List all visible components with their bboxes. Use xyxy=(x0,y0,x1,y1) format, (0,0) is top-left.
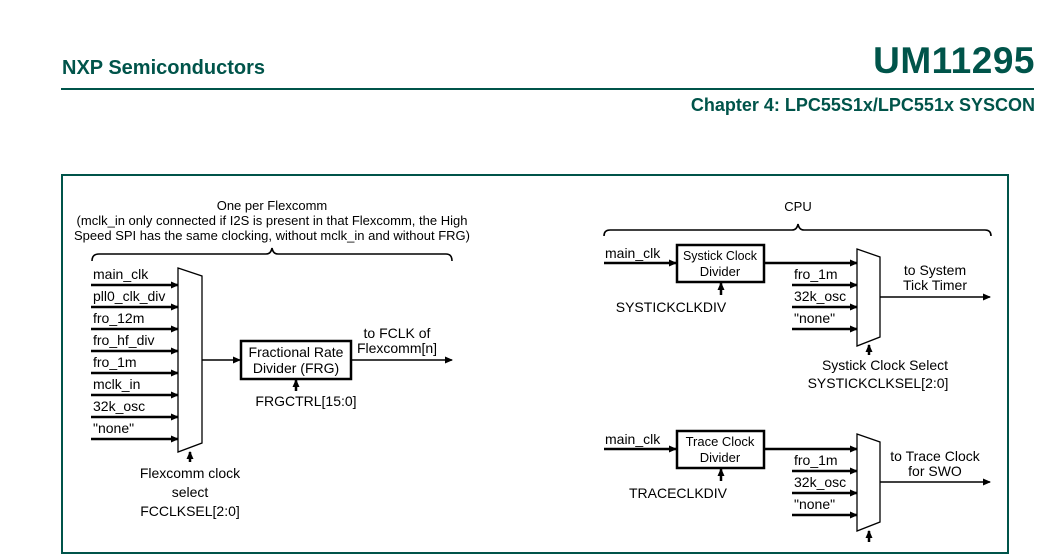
systick-divider-label-2: Divider xyxy=(700,264,741,279)
flexcomm-input-label: 32k_osc xyxy=(93,398,145,414)
flexcomm-output-label-2: Flexcomm[n] xyxy=(357,340,437,356)
trace-divider-reg: TRACECLKDIV xyxy=(629,485,728,501)
flexcomm-output-label-1: to FCLK of xyxy=(364,325,431,341)
systick-mux xyxy=(856,248,881,347)
cpu-brace-title: CPU xyxy=(784,199,811,214)
flexcomm-input-label: fro_12m xyxy=(93,310,144,326)
flexcomm-input-label: main_clk xyxy=(93,266,149,282)
trace-divider-label-2: Divider xyxy=(700,450,741,465)
company-name: NXP Semiconductors xyxy=(62,57,266,79)
trace-mux xyxy=(856,433,881,532)
systick-output-label-1: to System xyxy=(904,262,966,278)
cpu-brace xyxy=(603,223,992,237)
systick-select-label-2: SYSTICKCLKSEL[2:0] xyxy=(808,375,949,391)
flexcomm-brace-note-1: (mclk_in only connected if I2S is presen… xyxy=(77,213,468,228)
flexcomm-input-label: fro_hf_div xyxy=(93,332,154,348)
systick-input-label: main_clk xyxy=(605,245,661,261)
flexcomm-input-label: "none" xyxy=(93,420,134,436)
systick-select-label-1: Systick Clock Select xyxy=(822,357,948,373)
trace-output-label-2: for SWO xyxy=(908,463,962,479)
frg-ctrl-label: FRGCTRL[15:0] xyxy=(255,393,356,409)
flexcomm-select-label-1: Flexcomm clock xyxy=(140,465,241,481)
flexcomm-input-label: pll0_clk_div xyxy=(93,288,165,304)
trace-input-label: fro_1m xyxy=(794,452,838,468)
flexcomm-select-label-3: FCCLKSEL[2:0] xyxy=(140,503,240,519)
header-rule xyxy=(61,88,1034,90)
systick-input-label: fro_1m xyxy=(794,266,838,282)
trace-input-label: 32k_osc xyxy=(794,474,846,490)
systick-input-label: 32k_osc xyxy=(794,288,846,304)
trace-input-label: "none" xyxy=(794,496,835,512)
flexcomm-brace-title: One per Flexcomm xyxy=(217,198,328,213)
clock-diagram: One per Flexcomm (mclk_in only connected… xyxy=(74,198,992,542)
chapter-title: Chapter 4: LPC55S1x/LPC551x SYSCON xyxy=(690,95,1035,115)
systick-divider-reg: SYSTICKCLKDIV xyxy=(616,299,727,315)
systick-input-label: "none" xyxy=(794,310,835,326)
document-id: UM11295 xyxy=(873,40,1035,81)
flexcomm-brace-note-2: Speed SPI has the same clocking, without… xyxy=(74,228,470,243)
trace-input-label: main_clk xyxy=(605,431,661,447)
trace-divider-label-1: Trace Clock xyxy=(686,434,755,449)
frg-label-1: Fractional Rate xyxy=(249,344,344,360)
flexcomm-select-label-2: select xyxy=(172,484,209,500)
systick-output-label-2: Tick Timer xyxy=(903,277,967,293)
flexcomm-input-label: fro_1m xyxy=(93,354,137,370)
frg-label-2: Divider (FRG) xyxy=(253,360,339,376)
flexcomm-input-label: mclk_in xyxy=(93,376,140,392)
systick-divider-label-1: Systick Clock xyxy=(683,248,757,263)
trace-output-label-1: to Trace Clock xyxy=(890,448,980,464)
flexcomm-mux xyxy=(177,267,203,453)
flexcomm-brace xyxy=(91,247,453,262)
